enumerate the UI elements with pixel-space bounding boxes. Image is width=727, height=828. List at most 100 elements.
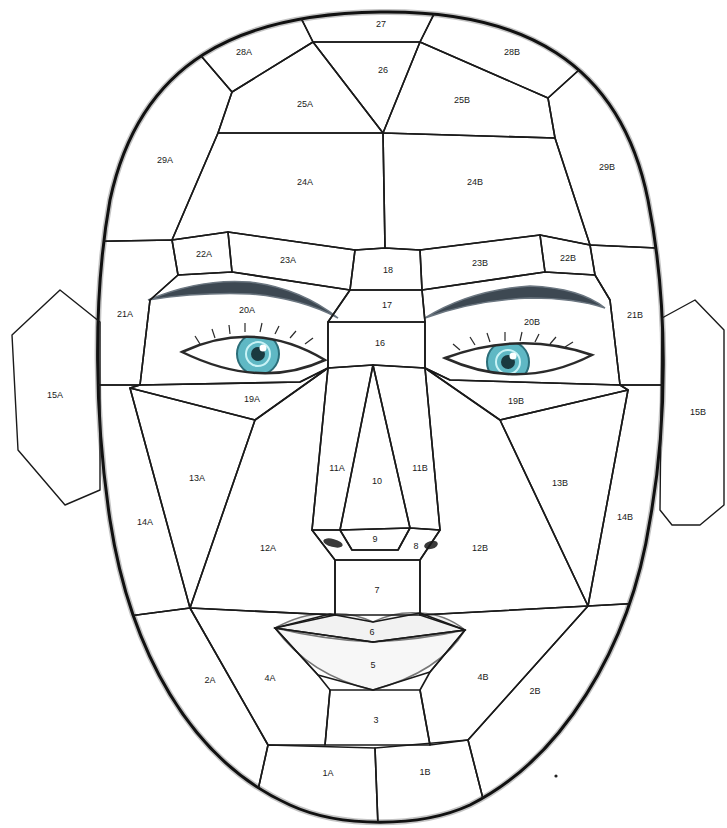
- region-number: 18: [383, 266, 393, 275]
- face-outline: [98, 12, 664, 822]
- region-outline: [500, 390, 628, 606]
- region-box: 14A: [60, 385, 190, 625]
- region-outline: [172, 133, 385, 250]
- region-number: 23B: [472, 259, 488, 268]
- lower-lip: [275, 628, 465, 690]
- region-outline: [60, 385, 190, 625]
- region-number: 24A: [297, 178, 313, 187]
- face-outline: [98, 12, 664, 822]
- region-number: 14B: [617, 513, 633, 522]
- region-box: 4A: [190, 608, 335, 745]
- region-number: 28A: [236, 48, 252, 57]
- region-outline: [190, 608, 335, 745]
- region-number: 23A: [280, 256, 296, 265]
- region-number: 12A: [260, 544, 276, 553]
- region-outline: [590, 245, 700, 385]
- region-number: 3: [373, 716, 378, 725]
- region-outline: [130, 388, 255, 608]
- region-box: 11A: [312, 365, 373, 530]
- region-number: 21B: [627, 311, 643, 320]
- region-outline: [140, 272, 350, 385]
- region-box: 10: [340, 365, 410, 530]
- region-number: 20B: [524, 318, 540, 327]
- region-box: 21A: [60, 240, 178, 385]
- region-box: 29B: [548, 0, 700, 250]
- region-box: 19A: [130, 368, 328, 420]
- region-outline: [292, 0, 441, 42]
- region-box: 13A: [130, 388, 255, 608]
- region-outline: [218, 42, 383, 133]
- region-box: 6: [275, 613, 465, 642]
- region-box: 4B: [420, 606, 588, 745]
- region-number: 17: [382, 301, 392, 310]
- dot: [554, 774, 557, 777]
- region-outline: [420, 606, 588, 745]
- region-number: 22A: [196, 250, 212, 259]
- region-number: 29A: [157, 156, 173, 165]
- region-number: 6: [369, 628, 374, 637]
- eyebrow: [425, 286, 605, 318]
- region-number: 15B: [690, 408, 706, 417]
- region-number: 19A: [244, 395, 260, 404]
- region-outline: [373, 365, 440, 530]
- region-number: 15A: [47, 391, 63, 400]
- region-number: 13B: [552, 479, 568, 488]
- region-number: 1B: [419, 768, 430, 777]
- region-number: 2B: [529, 687, 540, 696]
- region-outline: [340, 365, 410, 530]
- region-outline: [383, 133, 590, 250]
- region-box: 20A: [140, 272, 350, 385]
- region-outline: [250, 745, 378, 826]
- region-number: 10: [372, 477, 382, 486]
- region-outline: [313, 42, 420, 133]
- region-number: 25B: [454, 96, 470, 105]
- region-outline: [420, 368, 588, 615]
- region-outline: [468, 600, 700, 826]
- region-box: 2A: [60, 608, 268, 826]
- region-number: 22B: [560, 254, 576, 263]
- region-box: 22B: [540, 235, 595, 275]
- region-outline: [60, 0, 232, 242]
- region-number: 25A: [297, 100, 313, 109]
- region-box: 19B: [425, 368, 628, 420]
- region-number: 4A: [264, 674, 275, 683]
- region-number: 8: [413, 542, 418, 551]
- region-number: 29B: [599, 163, 615, 172]
- region-number: 13A: [189, 474, 205, 483]
- region-number: 2A: [204, 676, 215, 685]
- region-outline: [312, 365, 373, 530]
- region-box: 13B: [500, 390, 628, 606]
- region-box: 20B: [422, 272, 620, 385]
- region-number: 20A: [239, 306, 255, 315]
- region-number: 12B: [472, 544, 488, 553]
- region-outline: [548, 0, 700, 250]
- region-outline: [425, 368, 628, 420]
- region-box: 3: [325, 690, 430, 745]
- region-number: 11A: [329, 464, 344, 473]
- region-outline: [588, 385, 700, 606]
- region-box: 14B: [588, 385, 700, 606]
- region-outline: [190, 368, 335, 615]
- region-box: 24A: [172, 133, 385, 250]
- region-outline: [275, 628, 465, 690]
- region-box: 22A: [172, 232, 232, 275]
- region-box: 18: [350, 248, 422, 290]
- region-box: 1A: [250, 745, 378, 826]
- region-number: 14A: [137, 518, 153, 527]
- region-box: 7: [335, 560, 420, 615]
- region-number: 28B: [504, 48, 520, 57]
- region-outline: [60, 608, 268, 826]
- region-number: 19B: [508, 397, 524, 406]
- region-box: 23B: [420, 235, 545, 290]
- region-box: 24B: [383, 133, 590, 250]
- region-box: 12A: [190, 368, 335, 615]
- region-number: 26: [378, 66, 388, 75]
- region-box: 8: [312, 528, 440, 560]
- region-box: 5: [275, 628, 465, 690]
- region-outline: [312, 528, 440, 560]
- region-box: 27: [292, 0, 441, 42]
- region-number: 27: [376, 20, 386, 29]
- region-box: 26: [313, 42, 420, 133]
